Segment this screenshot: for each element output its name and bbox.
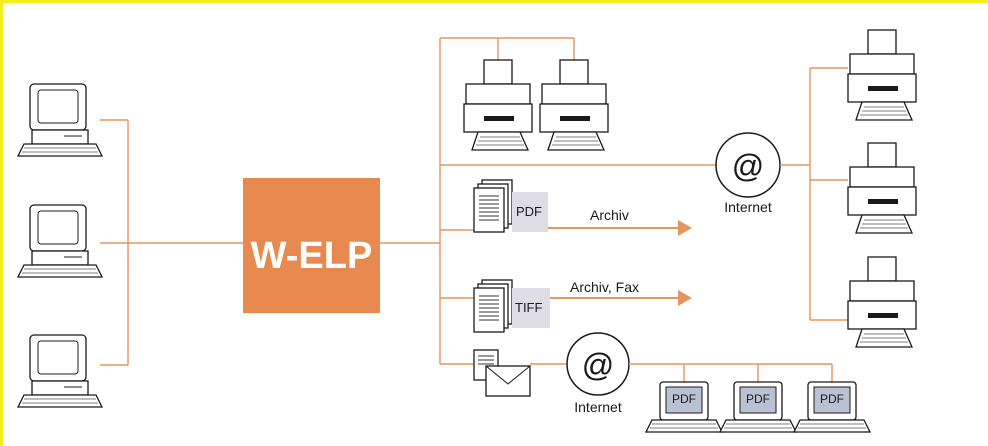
frame-left-border: [0, 0, 3, 446]
tiff-arrow-label: Archiv, Fax: [570, 279, 639, 295]
internet-top-label: Internet: [724, 199, 772, 215]
remote-printer-3: [847, 256, 917, 348]
arrow-head-pdf: [678, 220, 692, 236]
welp-label: W-ELP: [251, 235, 373, 277]
internet-bottom-symbol: @: [582, 347, 614, 383]
internet-bottom-label: Internet: [574, 399, 622, 415]
remote-printer-1: [847, 29, 917, 121]
client-connectors: [100, 119, 243, 366]
receiver-laptop-3-screen: PDF: [820, 392, 844, 406]
client-computer-3: [17, 334, 103, 408]
receiver-laptop-3: PDF: [793, 381, 871, 433]
pdf-output: PDF Archiv: [473, 179, 692, 236]
arrow-head-tiff: [678, 290, 692, 306]
receiver-laptop-1: PDF: [645, 381, 723, 433]
email-output: [473, 349, 568, 397]
remote-printer-bus: [809, 67, 848, 321]
local-printer-2: [539, 59, 609, 151]
tiff-output: TIFF Archiv, Fax: [473, 279, 692, 333]
pdf-arrow-label: Archiv: [590, 207, 629, 223]
frame-top-border: [0, 0, 988, 3]
remote-printer-2: [847, 142, 917, 234]
internet-top: @ Internet: [715, 132, 810, 215]
pdf-tag: PDF: [516, 204, 542, 219]
receiver-laptop-2: PDF: [719, 381, 797, 433]
envelope-icon: [485, 365, 531, 397]
local-printer-1: [463, 59, 533, 151]
receiver-laptop-1-screen: PDF: [672, 392, 696, 406]
internet-bottom: @ Internet: [566, 332, 833, 415]
output-bus: [380, 37, 716, 365]
receiver-laptop-2-screen: PDF: [746, 392, 770, 406]
client-computer-2: [17, 204, 103, 278]
internet-top-symbol: @: [732, 148, 764, 184]
tiff-tag: TIFF: [515, 300, 542, 315]
welp-box: W-ELP: [243, 178, 380, 313]
client-computer-1: [17, 83, 103, 157]
